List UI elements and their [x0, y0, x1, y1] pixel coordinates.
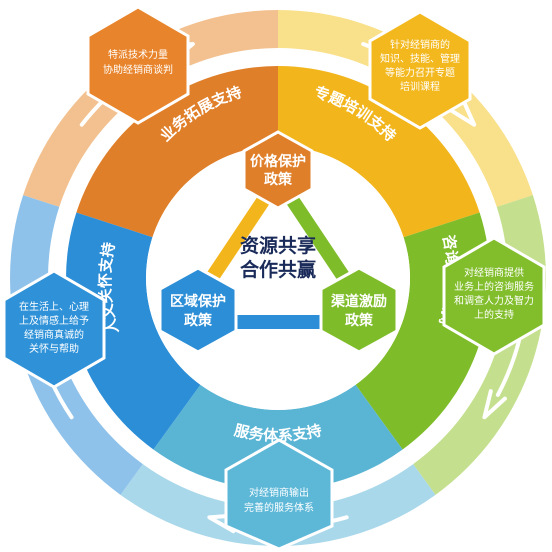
- hex-training-line4: 培训课程: [400, 80, 440, 93]
- hex-business-expansion: 特派技术力量 协助经销商谈判: [86, 5, 190, 125]
- segment-label-service: 服务体系支持: [233, 421, 324, 445]
- hex-consulting: 对经销商提供 业务上的咨询服务 和调查人力及智力 上的支持: [442, 236, 546, 356]
- hex-care-line3: 经销商真诚的: [24, 328, 84, 341]
- hex-service-system: 对经销商输出 完善的服务体系: [224, 438, 334, 551]
- hex-consulting-line2: 业务上的咨询服务: [454, 280, 534, 293]
- ring-segment-care: [66, 212, 201, 450]
- node-price-protection: 价格保护 政策: [242, 130, 314, 210]
- hex-care-line4: 关怀与帮助: [29, 342, 79, 355]
- hex-consulting-line1: 对经销商提供: [464, 266, 524, 279]
- hex-training-line3: 等能力召开专题: [385, 66, 455, 79]
- node-region-line2: 政策: [184, 312, 213, 329]
- hex-consulting-line3: 和调查人力及智力: [454, 294, 534, 307]
- hex-topic-training: 针对经销商的 知识、技能、管理 等能力召开专题 培训课程: [368, 10, 472, 130]
- ring-segment-business: [76, 66, 278, 238]
- hex-business-line2: 协助经销商谈判: [103, 63, 173, 76]
- ring-segment-training: [278, 66, 480, 238]
- connector-price-channel: [284, 191, 358, 295]
- node-region-protection: 区域保护 政策: [158, 266, 238, 354]
- ring-segment-service: [153, 384, 403, 491]
- hex-service-line2: 完善的服务体系: [244, 501, 314, 514]
- hex-consulting-line4: 上的支持: [474, 308, 514, 321]
- connector-price-region: [198, 191, 272, 295]
- hex-humanistic-care: 在生活上、心理 上及情感上给予 经销商真诚的 关怀与帮助: [2, 269, 106, 389]
- hex-care-line2: 上及情感上给予: [19, 314, 89, 327]
- hex-training-line1: 针对经销商的: [390, 38, 450, 51]
- node-price-line2: 政策: [264, 171, 293, 188]
- policy-triangle: [198, 191, 358, 329]
- hex-care-line1: 在生活上、心理: [19, 300, 89, 313]
- outer-ring-service: [120, 464, 436, 546]
- center-title-line1: 资源共享: [240, 234, 316, 257]
- hex-business-line1: 特派技术力量: [108, 48, 168, 61]
- hex-training-line2: 知识、技能、管理: [380, 52, 460, 65]
- center-title-line2: 合作共赢: [240, 258, 316, 281]
- node-channel-line2: 政策: [345, 312, 374, 329]
- node-channel-incentive: 渠道激励 政策: [319, 266, 399, 354]
- node-channel-line1: 渠道激励: [330, 293, 387, 310]
- node-region-line1: 区域保护: [170, 293, 226, 310]
- outer-ring-care: [10, 195, 143, 495]
- node-price-line1: 价格保护: [250, 153, 306, 170]
- hex-service-line1: 对经销商输出: [249, 486, 309, 499]
